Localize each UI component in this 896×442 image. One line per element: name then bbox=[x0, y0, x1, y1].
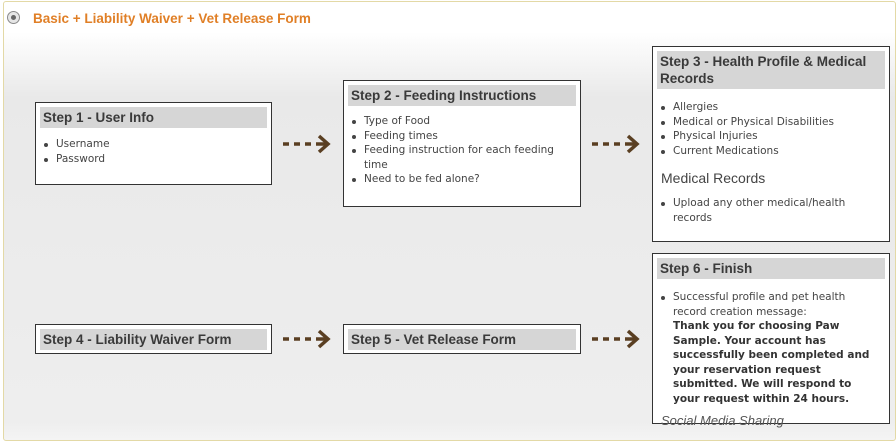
step-5-title: Step 5 - Vet Release Form bbox=[348, 329, 576, 350]
step-6-title: Step 6 - Finish bbox=[657, 258, 885, 279]
step-3-title: Step 3 - Health Profile & Medical Record… bbox=[657, 51, 885, 89]
panel-header: Basic + Liability Waiver + Vet Release F… bbox=[4, 2, 895, 34]
radio-button[interactable] bbox=[7, 11, 20, 24]
step-1-title: Step 1 - User Info bbox=[40, 107, 267, 128]
step-3-sub-list: Upload any other medical/health records bbox=[653, 196, 889, 225]
step-6-box: Step 6 - Finish Successful profile and p… bbox=[652, 253, 890, 428]
list-item: Type of Food bbox=[344, 114, 566, 129]
step-2-list: Type of Food Feeding times Feeding instr… bbox=[344, 114, 580, 187]
list-item: Allergies bbox=[653, 100, 889, 115]
step-1-box: Step 1 - User Info Username Password bbox=[35, 102, 272, 185]
step-5-box: Step 5 - Vet Release Form bbox=[343, 324, 581, 354]
list-item: Username bbox=[36, 137, 271, 152]
social-media-sharing: Social Media Sharing bbox=[661, 413, 784, 428]
step-1-list: Username Password bbox=[36, 137, 271, 166]
medical-records-heading: Medical Records bbox=[661, 170, 766, 186]
step-2-box: Step 2 - Feeding Instructions Type of Fo… bbox=[343, 80, 581, 207]
list-item: Medical or Physical Disabilities bbox=[653, 115, 889, 130]
step-3-list: Allergies Medical or Physical Disabiliti… bbox=[653, 100, 889, 158]
list-item: Upload any other medical/health records bbox=[653, 196, 875, 225]
step-2-title: Step 2 - Feeding Instructions bbox=[348, 85, 576, 106]
list-item: Successful profile and pet health record… bbox=[653, 290, 881, 406]
success-intro: Successful profile and pet health record… bbox=[673, 291, 846, 318]
arrow-right-icon bbox=[283, 134, 331, 154]
step-6-list: Successful profile and pet health record… bbox=[653, 290, 889, 406]
list-item: Password bbox=[36, 152, 271, 167]
panel-title: Basic + Liability Waiver + Vet Release F… bbox=[33, 11, 311, 26]
list-item: Current Medications bbox=[653, 144, 889, 159]
arrow-right-icon bbox=[592, 134, 640, 154]
step-3-box: Step 3 - Health Profile & Medical Record… bbox=[652, 46, 890, 242]
list-item: Need to be fed alone? bbox=[344, 172, 566, 187]
list-item: Physical Injuries bbox=[653, 129, 889, 144]
arrow-right-icon bbox=[592, 329, 640, 349]
step-4-title: Step 4 - Liability Waiver Form bbox=[40, 329, 267, 350]
success-message: Thank you for choosing Paw Sample. Your … bbox=[673, 320, 870, 405]
step-4-box: Step 4 - Liability Waiver Form bbox=[35, 324, 272, 354]
arrow-right-icon bbox=[283, 329, 331, 349]
list-item: Feeding instruction for each feeding tim… bbox=[344, 143, 566, 172]
list-item: Feeding times bbox=[344, 129, 566, 144]
